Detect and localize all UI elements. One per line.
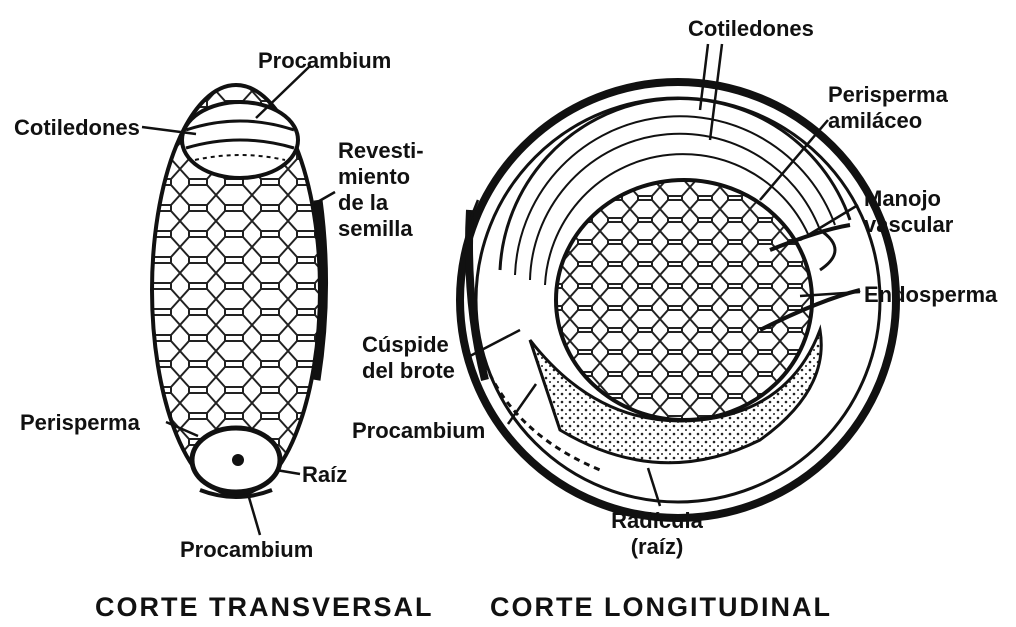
caption-longitudinal: CORTE LONGITUDINAL <box>490 592 832 623</box>
label-cotiledones-longitudinal: Cotiledones <box>688 16 814 42</box>
label-endosperma: Endosperma <box>864 282 997 308</box>
transversal-cotyledons <box>182 102 298 178</box>
longitudinal-seed <box>460 82 896 518</box>
label-manojo-vascular: Manojo vascular <box>864 186 994 238</box>
transversal-seed <box>152 85 324 497</box>
label-revestimiento: Revesti- miento de la semilla <box>338 138 448 242</box>
label-procambium-top: Procambium <box>258 48 391 74</box>
transversal-root <box>192 428 280 497</box>
label-raiz: Raíz <box>302 462 347 488</box>
label-radicula: Radícula (raíz) <box>592 508 722 560</box>
label-procambium-longitudinal: Procambium <box>352 418 485 444</box>
label-procambium-bottom: Procambium <box>180 537 313 563</box>
caption-transversal: CORTE TRANSVERSAL <box>95 592 434 623</box>
label-perisperma: Perisperma <box>20 410 140 436</box>
label-cotiledones-transversal: Cotiledones <box>14 115 140 141</box>
label-perisperma-amilaceo: Perisperma amiláceo <box>828 82 978 134</box>
label-cuspide-del-brote: Cúspide del brote <box>362 332 482 384</box>
